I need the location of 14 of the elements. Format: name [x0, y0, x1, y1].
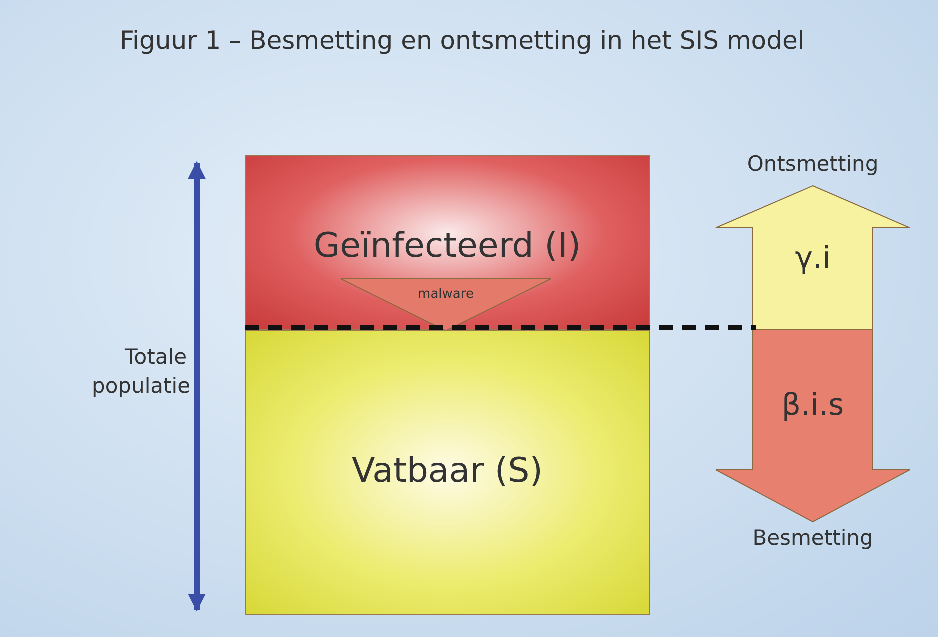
node-label: Geïnfecteerd (I) — [312, 226, 582, 266]
compartment-box — [245, 330, 650, 615]
compartment-box — [245, 155, 650, 330]
node-label: malware — [417, 287, 475, 302]
triangle-shape — [341, 279, 551, 331]
axis-label: Totale populatie — [92, 344, 187, 400]
node-label: γ.i — [794, 241, 832, 276]
block-arrow — [716, 186, 910, 330]
arrow-caption: Ontsmetting — [746, 152, 880, 176]
diagram-title: Figuur 1 – Besmetting en ontsmetting in het SIS model — [120, 26, 805, 55]
node-label: β.i.s — [780, 388, 846, 423]
node-label: Vatbaar (S) — [351, 451, 544, 491]
block-arrow — [716, 330, 910, 522]
arrow-caption: Besmetting — [752, 526, 874, 550]
